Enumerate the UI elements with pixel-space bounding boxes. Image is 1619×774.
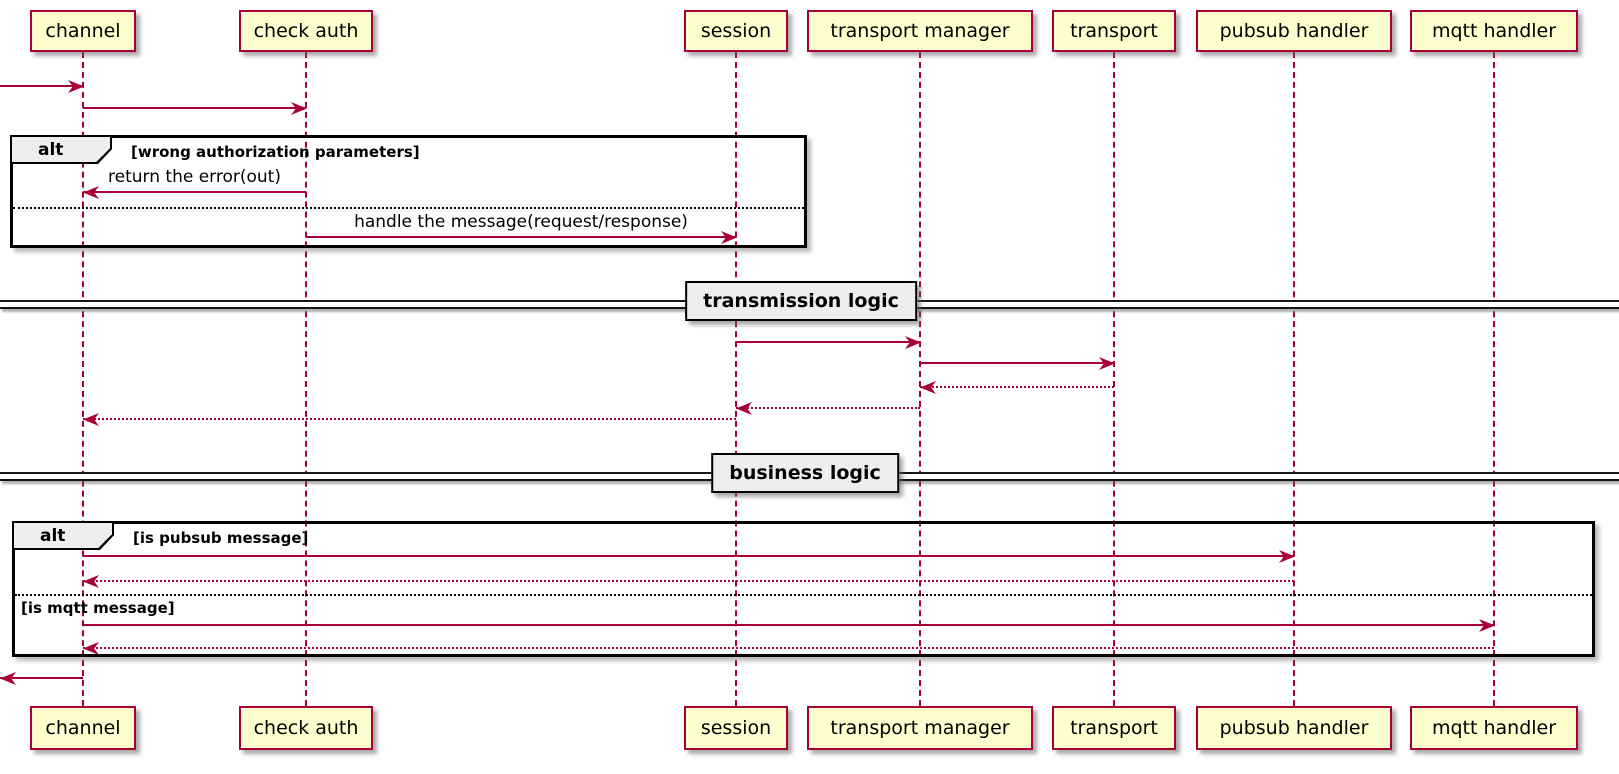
message-line-transport-manager-to-session	[736, 407, 920, 409]
message-line-check-auth-to-channel	[83, 191, 306, 193]
message-label-3: handle the message(request/response)	[354, 212, 688, 232]
participant-check-auth-bottom: check auth	[239, 706, 373, 750]
participant-check-auth-top: check auth	[239, 10, 373, 52]
message-line-mqtt-handler-to-channel	[83, 647, 1494, 649]
participant-channel-top: channel	[30, 10, 136, 52]
message-line-channel-to-mqtt-handler	[83, 624, 1494, 626]
participant-session-bottom: session	[684, 706, 788, 750]
participant-transport-top: transport	[1052, 10, 1176, 52]
participant-mqtt-handler-top: mqtt handler	[1410, 10, 1578, 52]
participant-channel-bottom: channel	[30, 706, 136, 750]
lifeline-session	[735, 52, 737, 706]
alt-message-type-frame: alt [is pubsub message] [is mqtt message]	[12, 521, 1595, 657]
lifeline-mqtt-handler	[1493, 52, 1495, 706]
alt-authorization-keyword-label: alt	[12, 137, 110, 162]
message-line-session-to-transport-manager	[736, 341, 920, 343]
lifeline-channel	[82, 52, 84, 706]
message-line-channel-to-external-left	[0, 677, 83, 679]
message-line-channel-to-pubsub-handler	[83, 555, 1294, 557]
alt-message-type-else-condition: [is mqtt message]	[21, 599, 175, 617]
alt-message-type-keyword-label: alt	[14, 523, 112, 548]
participant-transport-manager-bottom: transport manager	[807, 706, 1033, 750]
participant-pubsub-handler-top: pubsub handler	[1196, 10, 1392, 52]
message-line-external-left-to-channel	[0, 85, 83, 87]
participant-transport-manager-top: transport manager	[807, 10, 1033, 52]
alt-authorization-condition: [wrong authorization parameters]	[131, 143, 420, 161]
lifeline-pubsub-handler	[1293, 52, 1295, 706]
message-label-2: return the error(out)	[108, 167, 281, 187]
message-line-transport-to-transport-manager	[920, 386, 1114, 388]
participant-pubsub-handler-bottom: pubsub handler	[1196, 706, 1392, 750]
alt-message-type-keyword-tab: alt	[14, 523, 114, 550]
alt-message-type-condition: [is pubsub message]	[133, 529, 309, 547]
participant-transport-bottom: transport	[1052, 706, 1176, 750]
alt-authorization-frame: alt [wrong authorization parameters]	[10, 135, 807, 248]
message-line-check-auth-to-session	[306, 236, 736, 238]
participant-session-top: session	[684, 10, 788, 52]
alt-authorization-else-separator	[13, 207, 804, 209]
message-line-session-to-channel	[83, 418, 736, 420]
participant-mqtt-handler-bottom: mqtt handler	[1410, 706, 1578, 750]
alt-message-type-else-separator	[15, 594, 1592, 596]
lifeline-transport-manager	[919, 52, 921, 706]
message-line-channel-to-check-auth	[83, 107, 306, 109]
message-line-pubsub-handler-to-channel	[83, 580, 1294, 582]
lifeline-check-auth	[305, 52, 307, 706]
message-line-transport-manager-to-transport	[920, 362, 1114, 364]
lifeline-transport	[1113, 52, 1115, 706]
divider-label-0: transmission logic	[685, 281, 917, 321]
divider-label-1: business logic	[711, 453, 899, 493]
alt-authorization-keyword-tab: alt	[12, 137, 112, 164]
